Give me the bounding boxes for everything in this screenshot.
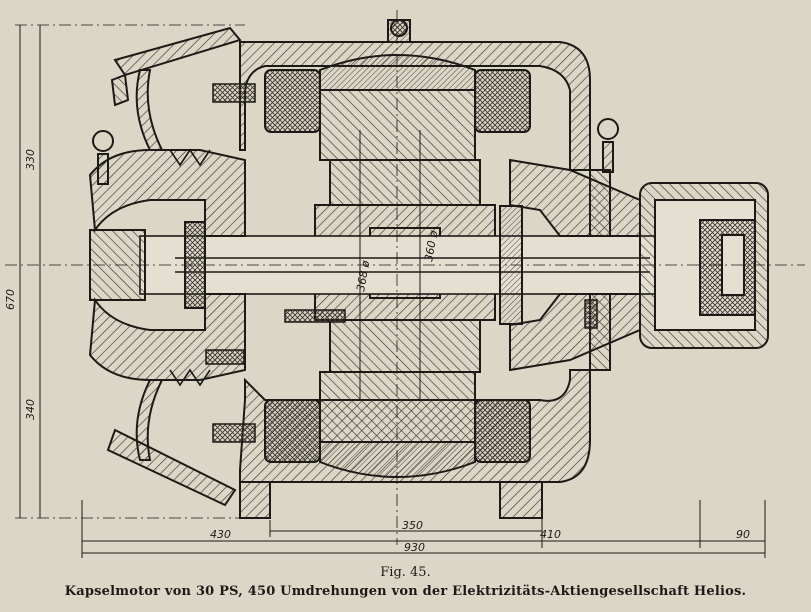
dim-330: 330	[24, 149, 37, 170]
dim-430: 430	[210, 528, 231, 541]
bolts	[205, 83, 598, 443]
dimension-lines	[19, 25, 766, 558]
lifting-eye-right	[597, 118, 619, 173]
cover-bottom	[106, 428, 237, 507]
cover-top	[110, 26, 242, 107]
dim-410: 410	[540, 528, 561, 541]
figure-label: Fig. 45.	[380, 565, 431, 580]
dim-670: 670	[4, 289, 17, 310]
dim-90: 90	[736, 528, 750, 541]
stator-core	[319, 54, 476, 478]
pulley	[169, 148, 211, 387]
coupling-box	[639, 182, 769, 349]
dim-368-diameter: 368 ø	[354, 259, 372, 292]
figure-caption: Kapselmotor von 30 PS, 450 Umdrehungen v…	[64, 584, 747, 599]
dim-360-diameter: 360 ø	[422, 229, 440, 262]
lifting-eye-left	[92, 130, 114, 185]
top-terminal	[387, 19, 411, 43]
dim-930: 930	[404, 541, 425, 554]
center-lines	[5, 10, 805, 545]
motor-cross-section-drawing: 330 670 340 360 ø 368 ø 430 350 410 930 …	[4, 10, 805, 558]
dim-350: 350	[402, 519, 423, 532]
dim-340: 340	[24, 399, 37, 420]
